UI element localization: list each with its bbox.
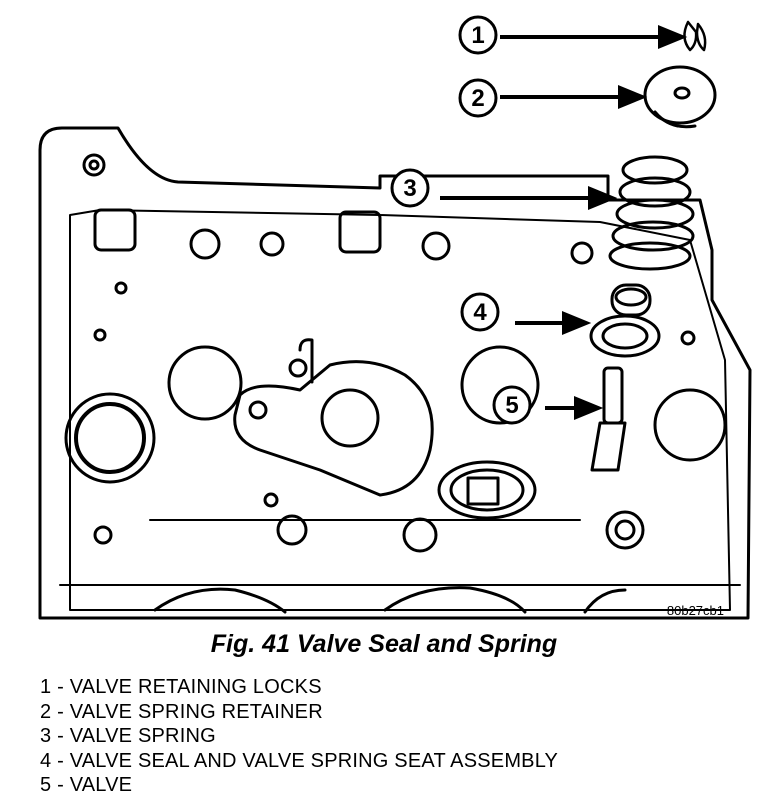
legend-item: 5 - VALVE [40,774,133,797]
valve-spring-retainer [643,65,717,129]
valve-spring [608,155,695,271]
figure-caption: Fig. 41 Valve Seal and Spring [210,630,558,658]
gasket-flange [69,209,731,611]
svg-text:1: 1 [471,22,484,49]
legend-item: 4 - VALVE SEAL AND VALVE SPRING SEAT ASS… [40,749,559,772]
callout-3: 3 [390,168,430,208]
callout-2: 2 [458,78,498,118]
legend-item: 3 - VALVE SPRING [40,725,216,748]
spring-seat-recess [437,460,537,520]
svg-text:2: 2 [471,85,484,112]
callout-1: 1 [458,15,498,55]
legend-item: 1 - VALVE RETAINING LOCKS [40,676,322,698]
valve-seal-and-seat [589,283,661,358]
rocker-bracket [233,360,434,497]
svg-text:3: 3 [403,175,416,202]
svg-text:4: 4 [473,299,487,326]
left-bore [74,402,146,474]
callout-4: 4 [460,292,500,332]
valve-stem [590,366,627,472]
cylinder-head-outline [38,126,752,620]
cylinder-head-illustration: 1 2 3 4 5 80b27cb1 [38,15,752,620]
valve-retaining-locks [683,20,707,52]
legend-item: 2 - VALVE SPRING RETAINER [40,700,323,723]
figure-code: 80b27cb1 [667,603,724,618]
parts-legend: 1 - VALVE RETAINING LOCKS 2 - VALVE SPRI… [40,675,558,798]
callout-5: 5 [492,385,532,425]
svg-text:5: 5 [505,392,518,419]
